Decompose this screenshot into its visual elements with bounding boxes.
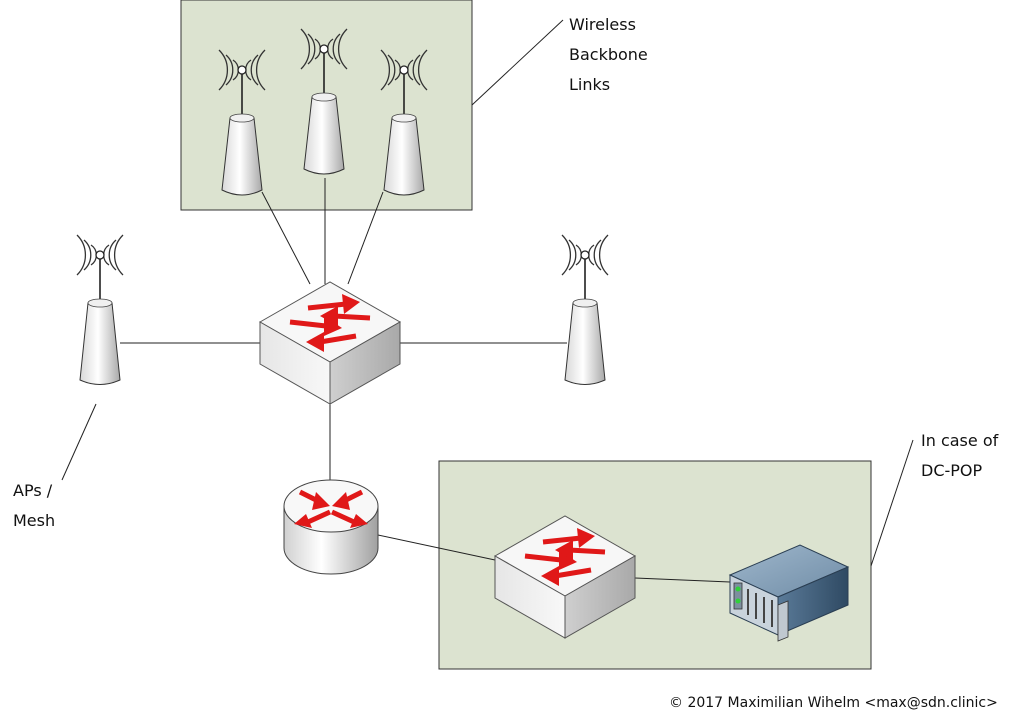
backbone-antenna-1-icon <box>218 49 266 196</box>
wireless-label-line2: Backbone <box>569 45 648 64</box>
callout-wireless <box>471 19 564 106</box>
connections <box>61 19 914 583</box>
ap-right-antenna-icon <box>561 234 609 385</box>
router-arrows <box>294 489 368 528</box>
aps-label-line2: Mesh <box>13 511 55 530</box>
callout-dcpop <box>870 439 914 567</box>
link-antenna1-switch <box>261 191 311 285</box>
rack-server-icon <box>728 544 850 642</box>
wireless-signal-icon <box>218 49 266 91</box>
wireless-label-line3: Links <box>569 75 610 94</box>
dc-switch-icon <box>493 515 637 639</box>
link-dcswitch-server <box>634 577 731 583</box>
switch-arrows <box>289 294 371 352</box>
link-antenna3-switch <box>347 191 384 285</box>
wireless-label-line1: Wireless <box>569 15 636 34</box>
backbone-antenna-2-icon <box>300 28 348 175</box>
core-switch-icon <box>258 281 402 405</box>
wireless-signal-icon <box>76 234 124 276</box>
backbone-antenna-3-icon <box>380 49 428 196</box>
aps-label-line1: APs / <box>13 481 53 500</box>
callout-aps <box>61 403 97 481</box>
dcpop-label-line1: In case of <box>921 431 999 450</box>
link-router-dcswitch <box>377 534 496 561</box>
router-icon <box>283 479 379 575</box>
ap-left-antenna-icon <box>76 234 124 385</box>
dcpop-label-line2: DC-POP <box>921 461 983 480</box>
copyright-text: © 2017 Maximilian Wihelm <max@sdn.clinic… <box>669 695 998 711</box>
switch-arrows <box>524 528 606 586</box>
